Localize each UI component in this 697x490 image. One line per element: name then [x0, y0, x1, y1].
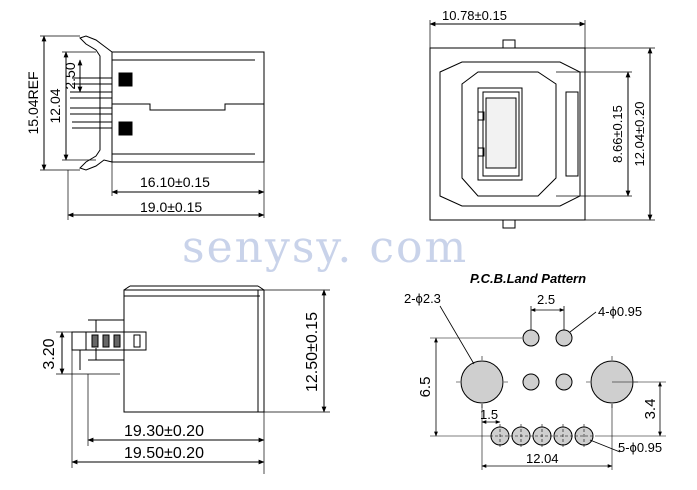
bottom-length-a-label: 19.30±0.20 [124, 423, 204, 440]
pcb-height-label: 6.5 [417, 377, 434, 398]
pcb-pin-spacing-label: 2.5 [537, 292, 555, 307]
board-lock-pegs [88, 319, 124, 361]
mount-hole-left [460, 360, 504, 404]
pcb-land-pattern [430, 305, 666, 470]
bottom-length-b-label: 19.50±0.20 [124, 445, 204, 462]
side-ref-label: 15.04REF [25, 71, 41, 134]
bottom-height-label: 12.50±0.15 [304, 312, 321, 392]
side-length-b-label: 19.0±0.15 [140, 199, 202, 215]
pcb-mount-holes-label: 2-ϕ2.3 [404, 291, 441, 306]
pcb-signal-holes-label: 4-ϕ0.95 [598, 304, 642, 319]
shell-flange [79, 35, 113, 171]
side-length-a-label: 16.10±0.15 [140, 174, 210, 190]
signal-hole [555, 329, 573, 347]
side-slot [565, 91, 579, 177]
watermark: senysy. com [182, 222, 468, 273]
side-view [40, 35, 265, 220]
pcb-pitch-label: 1.5 [480, 407, 498, 422]
side-pitch-label: 2.50 [62, 62, 78, 89]
latch-window-lower [118, 121, 133, 136]
latch-window-upper [118, 72, 133, 87]
bottom-view-body [123, 289, 265, 413]
pcb-row-offset-label: 3.4 [642, 399, 659, 420]
b-port-tongue [485, 97, 517, 169]
front-width-label: 10.78±0.15 [442, 8, 507, 23]
front-view [429, 20, 655, 229]
pcb-title: P.C.B.Land Pattern [470, 271, 586, 286]
bottom-pin-label: 3.20 [41, 338, 58, 369]
pin-block [71, 331, 147, 351]
side-height-label: 12.04 [47, 88, 63, 123]
signal-hole [555, 373, 573, 391]
pcb-row-holes-label: 5-ϕ0.95 [618, 440, 662, 455]
b-port-contour [461, 71, 557, 197]
front-outer-height-label: 12.04±0.20 [632, 102, 647, 167]
bottom-view [56, 285, 330, 474]
side-view-body [111, 51, 265, 163]
signal-hole [522, 329, 540, 347]
front-inner-height-label: 8.66±0.15 [610, 105, 625, 163]
pcb-width-label: 12.04 [526, 451, 559, 466]
signal-hole [522, 373, 540, 391]
